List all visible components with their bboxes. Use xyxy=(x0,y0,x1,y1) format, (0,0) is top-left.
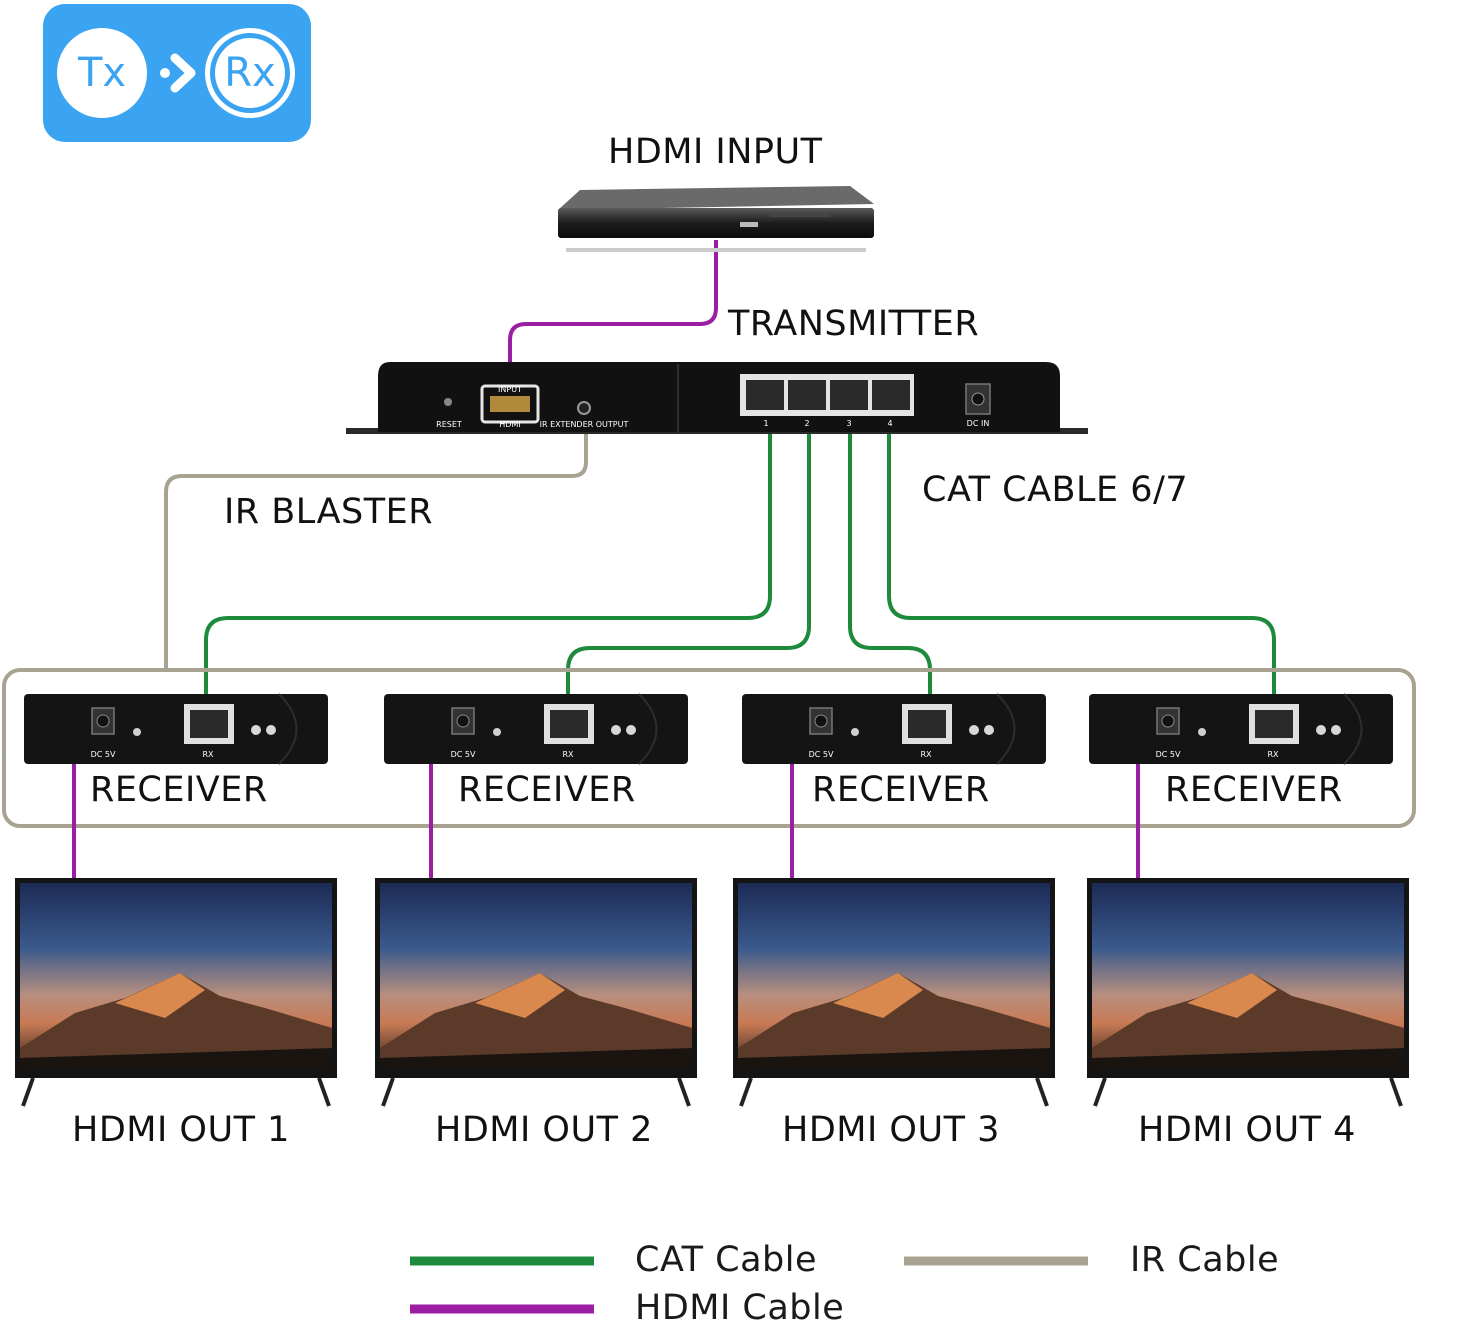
receiver-3-label: RECEIVER xyxy=(812,770,990,810)
receiver-1 xyxy=(23,693,329,765)
tx-input-label: INPUT xyxy=(498,385,522,394)
cat-cable-label: CAT CABLE 6/7 xyxy=(922,470,1189,510)
rx2-dc-label: DC 5V xyxy=(451,750,476,759)
rx4-rx-label: RX xyxy=(1267,750,1279,759)
rx4-dc-label: DC 5V xyxy=(1156,750,1181,759)
ir-cable xyxy=(164,428,588,668)
rx3-dc-label: DC 5V xyxy=(809,750,834,759)
cat-cable-2 xyxy=(566,432,811,700)
hdmi-out-4-label: HDMI OUT 4 xyxy=(1138,1110,1356,1150)
tx-lan-3-label: 3 xyxy=(846,419,851,428)
cat-cable-3 xyxy=(848,432,932,700)
tx-ir-out-label: IR EXTENDER OUTPUT xyxy=(540,420,629,429)
tv-2 xyxy=(373,876,699,1108)
tx-hdmi-label: HDMI xyxy=(499,420,520,429)
tx-lan-4-label: 4 xyxy=(887,419,892,428)
receiver-2-label: RECEIVER xyxy=(458,770,636,810)
hdmi-input-cable xyxy=(508,240,718,384)
legend-hdmi-label: HDMI Cable xyxy=(635,1288,845,1328)
tx-lan-1-label: 1 xyxy=(763,419,768,428)
tx-circle: Tx xyxy=(57,28,147,118)
dvd-player xyxy=(558,186,874,252)
rx1-rx-label: RX xyxy=(202,750,214,759)
ir-blaster-label: IR BLASTER xyxy=(224,492,434,532)
hdmi-out-1-label: HDMI OUT 1 xyxy=(72,1110,290,1150)
legend-ir-label: IR Cable xyxy=(1130,1240,1280,1280)
receiver-2 xyxy=(383,693,689,765)
tv-4 xyxy=(1085,876,1411,1108)
tx-reset-label: RESET xyxy=(436,420,462,429)
tv-3 xyxy=(731,876,1057,1108)
transmitter-label: TRANSMITTER xyxy=(728,304,980,344)
receiver-group-border xyxy=(2,668,1416,828)
tx-dc-in-label: DC IN xyxy=(967,419,990,428)
legend-cat-label: CAT Cable xyxy=(635,1240,818,1280)
hdmi-out-2-label: HDMI OUT 2 xyxy=(435,1110,653,1150)
hdmi-out-3-label: HDMI OUT 3 xyxy=(782,1110,1000,1150)
rx2-rx-label: RX xyxy=(562,750,574,759)
tx-lan-2-label: 2 xyxy=(804,419,809,428)
rx-text: Rx xyxy=(215,38,285,108)
transmitter-device xyxy=(346,362,1088,434)
hdmi-input-label: HDMI INPUT xyxy=(608,132,823,172)
receiver-3 xyxy=(741,693,1047,765)
chevron-right-icon xyxy=(160,53,196,93)
receiver-1-label: RECEIVER xyxy=(90,770,268,810)
cat-cable-4 xyxy=(887,432,1276,700)
tx-rx-badge: Tx Rx xyxy=(43,4,311,142)
receiver-4 xyxy=(1088,693,1394,765)
rx3-rx-label: RX xyxy=(920,750,932,759)
tv-1 xyxy=(13,876,339,1108)
cat-cable-1 xyxy=(204,432,772,700)
receiver-4-label: RECEIVER xyxy=(1165,770,1343,810)
rx-circle: Rx xyxy=(205,28,295,118)
rx1-dc-label: DC 5V xyxy=(91,750,116,759)
